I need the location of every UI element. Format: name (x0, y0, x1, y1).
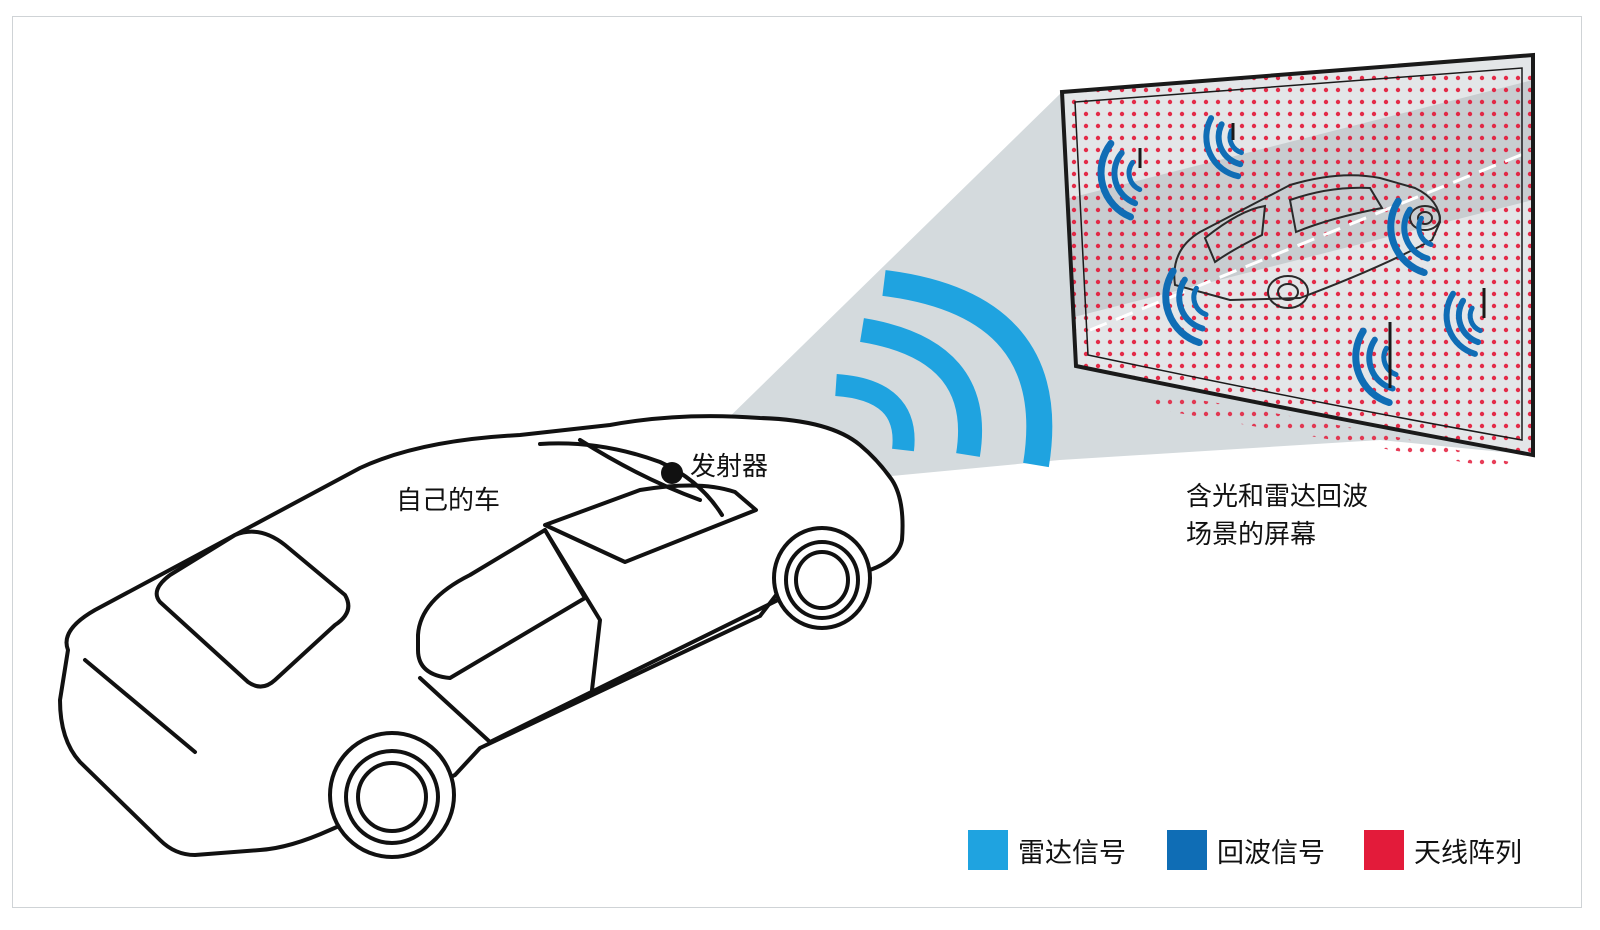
screen-posts (1138, 123, 1486, 388)
screen-label-line1: 含光和雷达回波 (1186, 482, 1369, 512)
screen-inner-frame (1074, 67, 1523, 441)
own-car (58, 414, 905, 859)
screen-car-sketch (1173, 174, 1442, 309)
car-windshield-line (578, 438, 702, 502)
radar-wave-medium (859, 318, 983, 457)
legend-swatch-radar (968, 830, 1008, 870)
car-sill-line (418, 598, 780, 744)
diagram-frame (12, 16, 1582, 908)
legend-label-radar: 雷达信号 (1018, 837, 1126, 869)
echo-wave-2 (1203, 115, 1244, 180)
screen-frame (1059, 52, 1535, 458)
emitter-label: 发射器 (690, 452, 769, 482)
legend-label-antenna: 天线阵列 (1414, 837, 1522, 869)
legend-radar-signal: 雷达信号 (968, 830, 1126, 870)
legend-swatch-echo (1167, 830, 1207, 870)
echo-wave-6 (1443, 290, 1483, 357)
car-door-line (543, 528, 602, 692)
screen-label-line2: 场景的屏幕 (1186, 520, 1317, 550)
car-rear-window (154, 529, 351, 689)
car-trunk-line (83, 658, 197, 754)
legend-label-echo: 回波信号 (1217, 837, 1325, 869)
legend-swatch-antenna (1364, 830, 1404, 870)
own-car-label: 自己的车 (396, 486, 501, 516)
echo-wave-4 (1162, 267, 1209, 347)
front-wheel (772, 526, 872, 630)
road-stripe (1089, 148, 1533, 332)
radar-wave-small (834, 374, 915, 452)
car-roof-line (538, 441, 724, 517)
echo-wave-1 (1097, 139, 1143, 221)
echo-wave-3 (1387, 197, 1434, 277)
emitter-dot (661, 462, 683, 484)
radar-wave-large (882, 270, 1053, 468)
car-side-window-front (543, 483, 758, 564)
legend-echo-signal: 回波信号 (1167, 830, 1325, 870)
echo-waves (1097, 115, 1483, 407)
rear-wheel (328, 731, 456, 859)
radar-signal-waves (834, 270, 1053, 468)
echo-wave-5 (1352, 327, 1399, 407)
legend-antenna-array: 天线阵列 (1364, 830, 1522, 870)
